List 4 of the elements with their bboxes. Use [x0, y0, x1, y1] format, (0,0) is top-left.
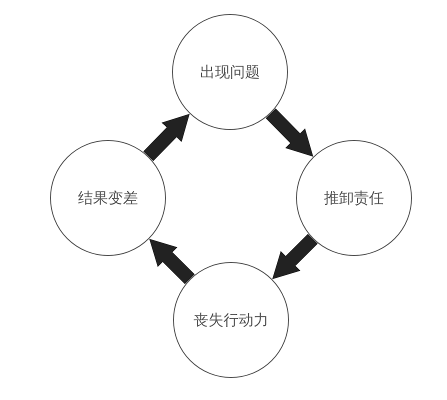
stage-circle: 出现问题 — [172, 14, 288, 130]
stage-circle: 丧失行动力 — [173, 262, 289, 378]
stage-circle: 结果变差 — [50, 140, 166, 256]
stage-circle: 推卸责任 — [296, 140, 412, 256]
